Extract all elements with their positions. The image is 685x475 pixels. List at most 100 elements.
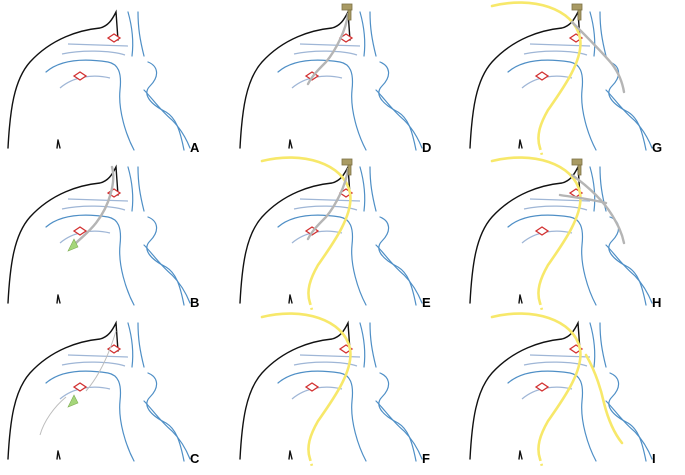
panel-e: E: [239, 156, 431, 311]
brachiocephalic: [143, 244, 191, 304]
svc-outline: [146, 372, 185, 462]
brachiocephalic: [605, 400, 653, 460]
panel-label-f: F: [422, 451, 430, 466]
catheter-b: [558, 193, 608, 205]
skin-outline: [469, 320, 581, 460]
skin-outline: [239, 9, 351, 149]
landmark-upper: [106, 33, 122, 43]
subclavian-vein: [277, 370, 367, 462]
catheter: [306, 12, 350, 86]
inner-rib: [291, 75, 343, 89]
final-line: [584, 353, 624, 445]
guidewire: [490, 156, 582, 305]
first-rib: [293, 361, 358, 367]
clavicle-line: [299, 43, 361, 47]
guidewire-tip: [538, 458, 544, 467]
guidewire: [490, 1, 582, 150]
landmark-lower: [534, 226, 550, 236]
first-rib: [61, 205, 126, 211]
guidewire: [490, 312, 582, 461]
svc-outline: [146, 61, 185, 151]
jugular-vein: [359, 322, 377, 368]
svc-outline: [608, 372, 647, 462]
catheter-hub: [341, 158, 353, 166]
panel-label-e: E: [422, 295, 431, 310]
catheter-hub: [571, 3, 583, 11]
hub-stem: [347, 9, 352, 21]
sheath: [570, 20, 626, 94]
landmark-lower: [534, 71, 550, 81]
panel-label-g: G: [652, 140, 662, 155]
panel-label-i: I: [652, 451, 656, 466]
brachiocephalic: [143, 89, 191, 149]
subclavian-vein: [507, 214, 597, 306]
needle-icon: [67, 238, 79, 252]
panel-label-a: A: [190, 140, 200, 155]
subclavian-vein: [45, 59, 135, 151]
first-rib: [293, 50, 358, 56]
panel-label-c: C: [190, 451, 200, 466]
tick-mark: [56, 139, 61, 149]
first-rib: [523, 205, 588, 211]
panel-b: B: [7, 164, 199, 310]
tick-mark: [518, 294, 523, 304]
skin-outline: [239, 164, 351, 304]
subclavian-vein: [45, 214, 135, 306]
brachiocephalic: [375, 89, 423, 149]
catheter-hub: [341, 3, 353, 11]
skin-outline: [7, 9, 119, 149]
brachiocephalic: [605, 89, 653, 149]
brachiocephalic: [375, 244, 423, 304]
guidewire-tip: [308, 302, 314, 311]
guidewire-tip: [308, 458, 314, 467]
subclavian-vein: [507, 59, 597, 151]
landmark-lower: [534, 382, 550, 392]
clavicle-line: [67, 354, 129, 358]
tick-mark: [56, 294, 61, 304]
catheter: [85, 330, 117, 392]
catheter-a: [570, 173, 626, 245]
tick-mark: [518, 450, 523, 460]
subclavian-vein: [507, 370, 597, 462]
panel-i: I: [469, 312, 656, 467]
brachiocephalic: [605, 244, 653, 304]
panel-g: G: [469, 1, 662, 156]
panel-label-b: B: [190, 295, 199, 310]
hub-stem: [577, 164, 582, 176]
jugular-vein: [359, 11, 377, 57]
landmark-lower: [72, 226, 88, 236]
panel-f: F: [239, 312, 430, 467]
first-rib: [61, 361, 126, 367]
skin-outline: [469, 164, 581, 304]
svc-outline: [378, 61, 417, 151]
svc-outline: [146, 216, 185, 306]
catheter-tail: [39, 396, 67, 436]
jugular-vein: [589, 11, 607, 57]
landmark-lower: [72, 71, 88, 81]
first-rib: [293, 205, 358, 211]
landmark-lower: [304, 382, 320, 392]
tick-mark: [518, 139, 523, 149]
jugular-vein: [589, 322, 607, 368]
tick-mark: [56, 450, 61, 460]
subclavian-vein: [45, 370, 135, 462]
svc-outline: [378, 372, 417, 462]
jugular-vein: [359, 166, 377, 212]
landmark-upper: [338, 33, 354, 43]
brachiocephalic: [375, 400, 423, 460]
catheter-hub: [571, 158, 583, 166]
first-rib: [523, 361, 588, 367]
tick-mark: [288, 450, 293, 460]
panel-h: H: [469, 156, 661, 311]
skin-outline: [469, 9, 581, 149]
panel-c: C: [7, 320, 200, 466]
first-rib: [523, 50, 588, 56]
first-rib: [61, 50, 126, 56]
clavicle-line: [67, 43, 129, 47]
tick-mark: [288, 294, 293, 304]
hub-stem: [577, 9, 582, 21]
brachiocephalic: [143, 400, 191, 460]
panel-a: A: [7, 9, 200, 155]
